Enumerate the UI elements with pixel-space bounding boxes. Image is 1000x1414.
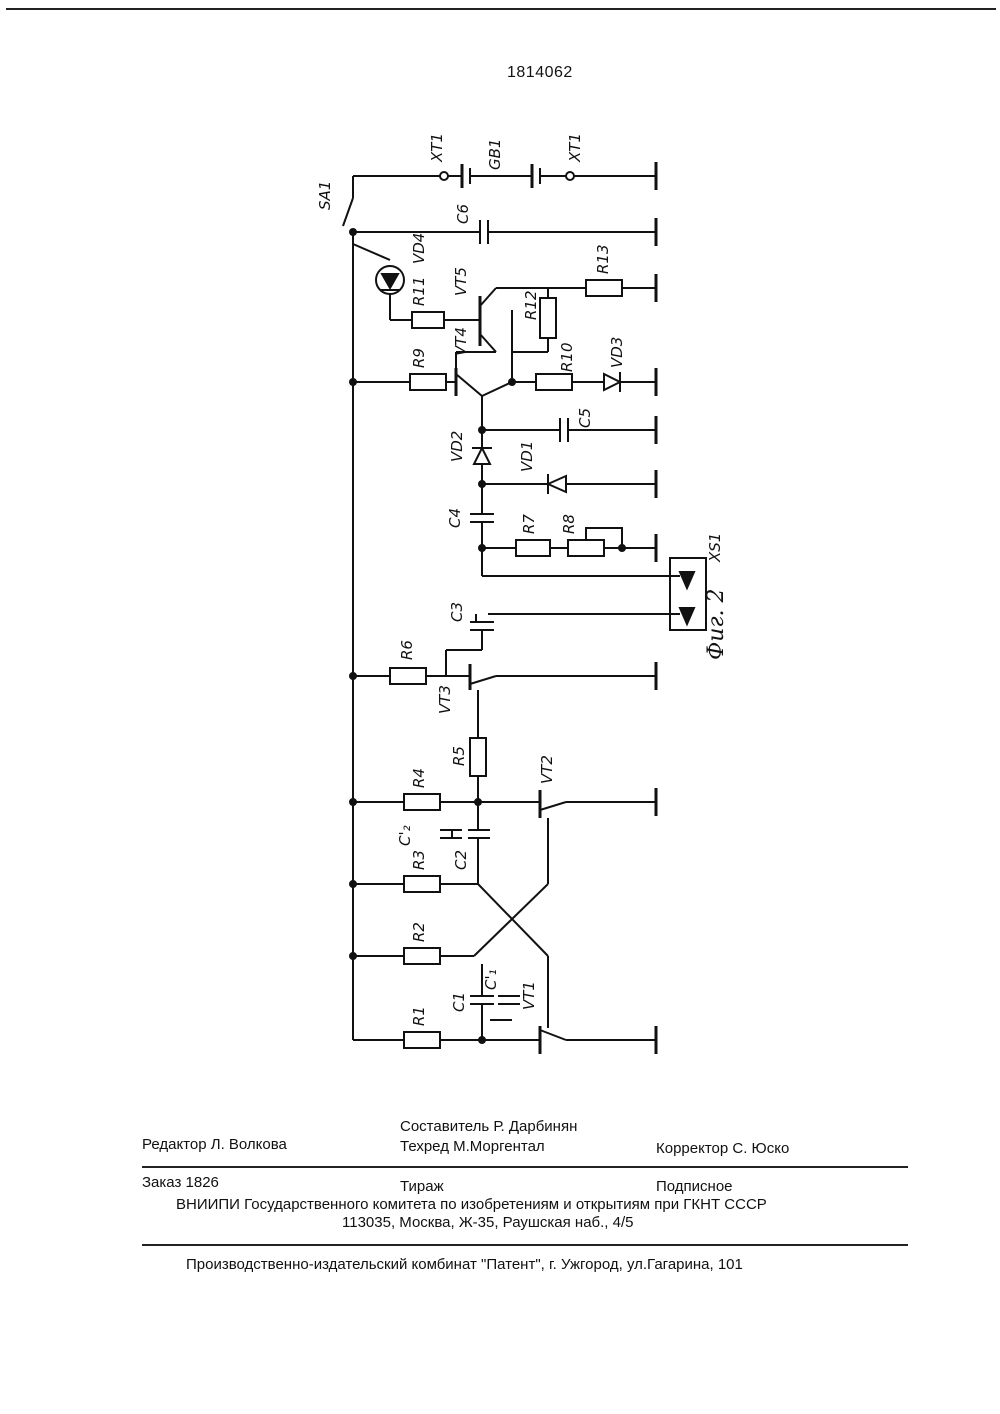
imprint-techred: Техред М.Моргентал — [400, 1138, 545, 1155]
label-xs1: XS1 — [706, 533, 724, 563]
imprint-order: Заказ 1826 — [142, 1174, 219, 1191]
resistor-r11 — [412, 312, 444, 328]
label-gb1: GB1 — [486, 139, 504, 170]
label-vd1: VD1 — [518, 441, 536, 472]
resistor-r8 — [568, 540, 604, 556]
resistor-r9 — [410, 374, 446, 390]
label-c1: C1 — [450, 992, 468, 1012]
imprint-editor: Редактор Л. Волкова — [142, 1136, 287, 1153]
rule-2 — [142, 1244, 908, 1246]
imprint-compiler: Составитель Р. Дарбинян — [400, 1118, 577, 1135]
label-c4: C4 — [446, 508, 464, 528]
resistor-r7 — [516, 540, 550, 556]
label-r7: R7 — [520, 514, 538, 534]
label-c1-prime: C'₁ — [482, 969, 500, 990]
resistor-r13 — [586, 280, 622, 296]
label-c6: C6 — [454, 204, 472, 224]
switch-sa1-blade — [343, 198, 353, 226]
label-c3: C3 — [448, 602, 466, 622]
label-r9: R9 — [410, 348, 428, 368]
imprint-publisher: Производственно-издательский комбинат "П… — [186, 1256, 743, 1273]
resistor-r1 — [404, 1032, 440, 1048]
label-r4: R4 — [410, 768, 428, 788]
resistor-r12 — [540, 298, 556, 338]
terminal-xt1-left — [440, 172, 448, 180]
rule-1 — [142, 1166, 908, 1168]
resistor-r3 — [404, 876, 440, 892]
label-r13: R13 — [594, 244, 612, 274]
imprint-corrector: Корректор С. Юско — [656, 1140, 789, 1157]
circuit-schematic: SA1 XT1 GB1 XT1 C6 R13 R11 VD4 VT5 R12 R… — [0, 0, 1000, 1100]
label-vt2: VT2 — [538, 755, 556, 784]
label-c2-prime: C'₂ — [396, 825, 414, 846]
resistor-r4 — [404, 794, 440, 810]
label-r11: R11 — [410, 276, 428, 306]
label-c2: C2 — [452, 850, 470, 870]
label-xt1-right: XT1 — [566, 133, 584, 163]
figure-caption: Фиг. 2 — [704, 588, 729, 660]
resistor-r5 — [470, 738, 486, 776]
imprint-address: 113035, Москва, Ж-35, Раушская наб., 4/5 — [342, 1214, 634, 1231]
label-xt1-left: XT1 — [428, 133, 446, 163]
terminal-xt1-right — [566, 172, 574, 180]
label-c5: C5 — [576, 408, 594, 428]
resistor-r2 — [404, 948, 440, 964]
label-r8: R8 — [560, 514, 578, 534]
label-vt3: VT3 — [436, 685, 454, 714]
label-r2: R2 — [410, 922, 428, 942]
label-r6: R6 — [398, 640, 416, 660]
label-r10: R10 — [558, 342, 576, 372]
label-vt4: VT4 — [452, 327, 470, 356]
label-sa1: SA1 — [316, 181, 334, 210]
label-vd2: VD2 — [448, 431, 466, 462]
label-vt5: VT5 — [452, 267, 470, 296]
label-r1: R1 — [410, 1006, 428, 1026]
label-vd3: VD3 — [608, 337, 626, 368]
label-r12: R12 — [522, 290, 540, 320]
resistor-r6 — [390, 668, 426, 684]
imprint-circulation: Тираж — [400, 1178, 444, 1195]
label-r5: R5 — [450, 746, 468, 766]
label-vd4: VD4 — [410, 233, 428, 264]
label-r3: R3 — [410, 850, 428, 870]
resistor-r10 — [536, 374, 572, 390]
imprint-subscription: Подписное — [656, 1178, 733, 1195]
label-vt1: VT1 — [520, 981, 538, 1010]
imprint-institution: ВНИИПИ Государственного комитета по изоб… — [176, 1196, 767, 1213]
